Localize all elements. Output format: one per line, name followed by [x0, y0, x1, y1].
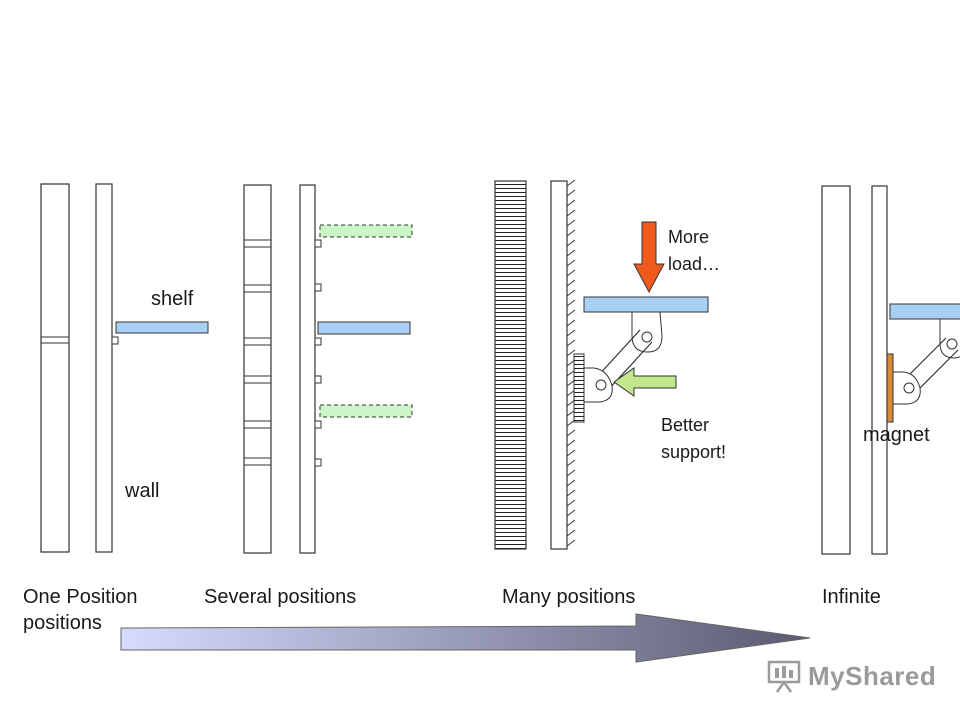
shelf-peg: [314, 375, 322, 384]
stage-one-position: [40, 183, 209, 553]
stage-label-one-position: One Position: [23, 586, 138, 608]
stage-infinite: [821, 185, 960, 555]
shelf-peg: [314, 239, 322, 248]
wall-panel: [243, 184, 272, 554]
shelf: [115, 321, 209, 334]
logo-text: MyShared: [808, 660, 937, 691]
stage-label-several: Several positions: [204, 586, 357, 608]
load-arrow: [633, 221, 665, 294]
brace-arm: [903, 337, 959, 393]
wall-rail: [871, 185, 888, 555]
magnet: [886, 353, 894, 423]
ribbed-wall-panel: [494, 180, 527, 550]
magnet-label: magnet: [863, 424, 930, 446]
wall-rail: [95, 183, 113, 553]
shelf-bracket: [939, 318, 960, 359]
shelf-peg: [314, 337, 322, 346]
pivot: [903, 382, 915, 394]
gripping-pad: [573, 353, 585, 423]
shelf: [317, 321, 411, 335]
pivot: [946, 338, 958, 350]
better-support-label: Better support!: [661, 415, 727, 462]
shelf-ghost-upper: [319, 224, 413, 238]
stage-several-positions: [243, 184, 413, 554]
support-arrow: [613, 367, 677, 397]
shelf-label: shelf: [151, 288, 194, 310]
progression-arrow: [120, 613, 811, 663]
stage-label-infinite: Infinite: [822, 586, 881, 608]
wall-label: wall: [125, 480, 160, 502]
stage-label-many: Many positions: [502, 586, 636, 608]
shelf-peg: [314, 420, 322, 429]
shelf-peg: [111, 336, 119, 345]
stage-many-positions: [494, 179, 709, 550]
myshared-logo: MyShared: [766, 656, 936, 696]
wall-panel: [821, 185, 851, 555]
pivot: [595, 379, 607, 391]
more-load-label: More load…: [668, 227, 721, 274]
shelf: [889, 303, 960, 320]
shelf: [583, 296, 709, 313]
shelf-peg: [314, 458, 322, 467]
shelf-ghost-lower: [319, 404, 413, 418]
wall-rail: [550, 180, 568, 550]
stage-label-positions: positions: [23, 612, 102, 634]
wall-hatching: [566, 179, 576, 549]
wall-panel: [40, 183, 70, 553]
shelf-peg: [314, 283, 322, 292]
wall-rail: [299, 184, 316, 554]
pivot: [641, 331, 653, 343]
presentation-board-icon: [767, 660, 801, 693]
